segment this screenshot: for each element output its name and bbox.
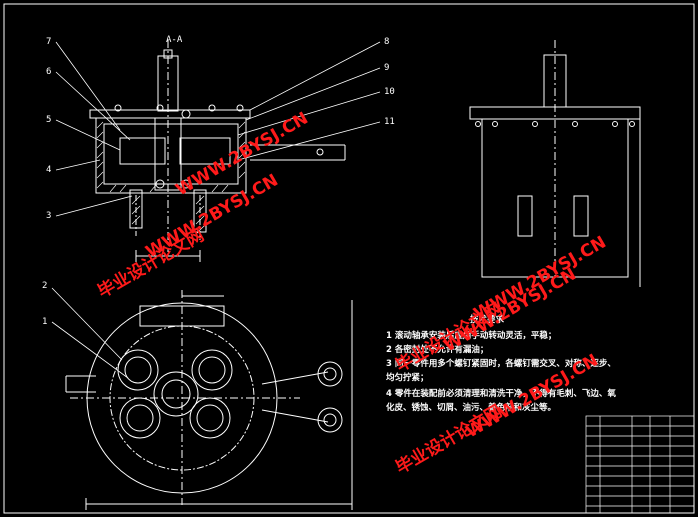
part-numbers: 7 6 5 4 3 8 9 10 11 2 1 A-A <box>42 35 395 327</box>
notes-line-4: 均匀拧紧； <box>386 372 429 383</box>
leader-lines <box>51 41 381 379</box>
part-number-6: 6 <box>46 67 51 77</box>
notes-line-3: 3 同一零件用多个螺钉紧固时，各螺钉需交叉、对称、逐步、 <box>386 358 616 369</box>
front-view <box>469 40 641 287</box>
section-hatching <box>96 121 246 235</box>
section-view <box>89 40 346 262</box>
part-number-4: 4 <box>46 165 51 175</box>
part-number-1: 1 <box>42 317 47 327</box>
title-block <box>585 415 695 514</box>
section-label: A-A <box>166 35 183 45</box>
notes-line-1: 1 滚动轴承安装后应用手动转动灵活，平稳； <box>386 330 556 341</box>
part-number-3: 3 <box>46 211 51 221</box>
notes-line-2: 2 各密封处不允许有漏油； <box>386 344 488 355</box>
top-view <box>65 290 353 510</box>
notes-line-5: 4 零件在装配前必须清理和清洗干净，不得有毛刺、飞边、氧 <box>386 388 616 399</box>
technical-notes: 技术要求 1 滚动轴承安装后应用手动转动灵活，平稳； 2 各密封处不允许有漏油；… <box>386 314 616 413</box>
part-number-8: 8 <box>384 37 389 47</box>
part-number-7: 7 <box>46 37 51 47</box>
notes-heading: 技术要求 <box>470 314 505 325</box>
part-number-9: 9 <box>384 63 389 73</box>
watermark-url-4: WWW.2BYSJ.CN <box>471 232 610 324</box>
notes-line-6: 化皮、锈蚀、切屑、油污、着色剂和灰尘等。 <box>386 402 556 413</box>
part-number-10: 10 <box>384 87 395 97</box>
watermark-site-1: 毕业设计论文网 <box>94 225 208 303</box>
drawing-border <box>3 3 695 514</box>
part-number-5: 5 <box>46 115 51 125</box>
part-number-11: 11 <box>384 117 395 127</box>
part-number-2: 2 <box>42 281 47 291</box>
